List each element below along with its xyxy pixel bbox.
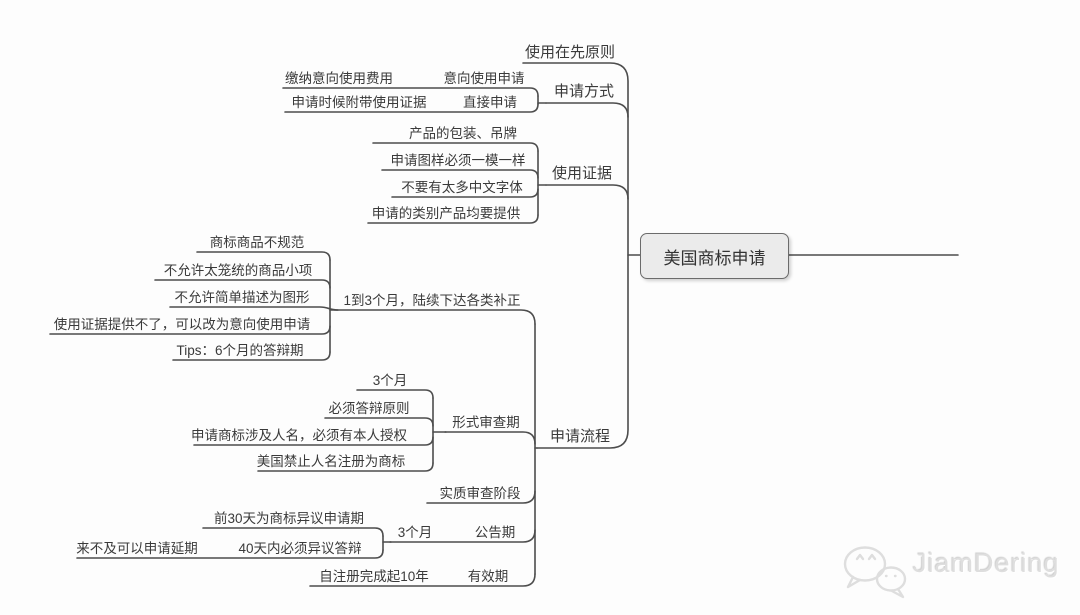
node-application-method: 申请方式 [553,83,615,100]
node-may-request-extension: 来不及可以申请延期 [76,541,198,556]
node-specimen-must-match: 申请图样必须一模一样 [390,153,526,168]
node-formal-3-months: 3个月 [372,373,408,388]
node-us-bans-name-trademark: 美国禁止人名注册为商标 [256,454,406,469]
node-publication-period: 公告期 [474,525,516,540]
node-publication-3-months: 3个月 [397,525,433,540]
node-product-packaging-tags: 产品的包装、吊牌 [409,126,517,141]
watermark-text: JiamDering [913,548,1060,578]
connector-line [154,279,331,289]
node-first-30-days-opposition: 前30天为商标异议申请期 [213,511,365,526]
node-pay-intent-use-fee: 缴纳意向使用费用 [285,71,393,86]
node-personal-name-authorization: 申请商标涉及人名，必须有本人授权 [191,428,407,443]
connector-line [172,351,331,361]
connector-line [169,306,338,311]
connector-line [309,573,536,587]
connector-line [372,142,539,152]
node-validity-period: 有效期 [467,569,509,584]
connector-line [284,103,539,113]
connector-line [257,462,434,472]
connector-line [545,102,629,118]
node-ten-years-from-registration: 自注册完成起10年 [319,569,429,584]
connector-line [522,62,629,449]
connector-line [367,214,539,224]
connector-line [196,251,331,261]
connector-line [336,309,536,325]
connector-line [282,87,539,97]
node-avoid-too-much-chinese: 不要有太多中文字体 [401,180,523,195]
connector-line [545,184,629,200]
node-evidence-of-use: 使用证据 [551,165,613,182]
node-respond-within-40-days: 40天内必须异议答辩 [238,541,362,556]
node-root: 美国商标申请 [640,233,789,279]
connector-line [444,431,536,445]
connector-line [202,527,384,537]
node-formal-examination: 形式审查期 [452,415,520,430]
node-nonstandard-goods: 商标商品不规范 [209,235,305,250]
node-provide-for-all-classes: 申请的类别产品均要提供 [371,206,521,221]
node-no-simple-figure-description: 不允许简单描述为图形 [174,290,310,305]
node-tips-6-month-response: Tips：6个月的答辩期 [176,343,304,358]
connector-line [356,389,434,399]
node-corrections-1-3-months: 1到3个月，陆续下达各类补正 [343,293,521,308]
wechat-icon [843,546,907,599]
node-no-broad-items: 不允许太笼统的商品小项 [163,263,313,278]
connector-line [324,417,434,427]
connector-line [381,169,539,179]
node-direct-application: 直接申请 [463,95,517,110]
node-attach-evidence-when-applying: 申请时候附带使用证据 [291,95,427,110]
node-application-process: 申请流程 [549,428,611,445]
node-must-respond-principle: 必须答辩原则 [328,401,410,416]
node-substantive-examination: 实质审查阶段 [439,486,521,501]
node-use-first-principle: 使用在先原则 [524,44,616,61]
node-switch-to-intent-use: 使用证据提供不了，可以改为意向使用申请 [53,317,311,332]
node-intent-to-use-application: 意向使用申请 [443,71,525,86]
connector-line [76,549,384,559]
